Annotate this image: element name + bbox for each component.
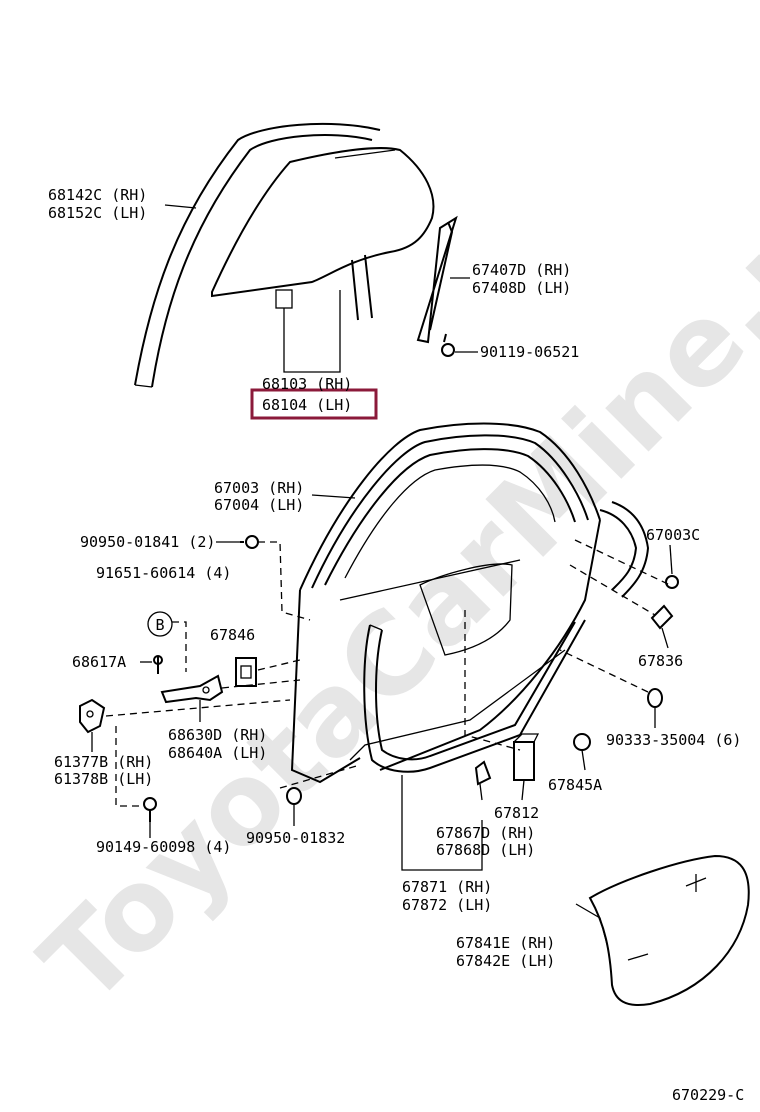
door-panel-67003[interactable] xyxy=(290,422,601,784)
cover-67841e[interactable] xyxy=(588,854,750,1006)
label-68152c: 68152C (LH) xyxy=(48,204,147,222)
leader-67003 xyxy=(311,494,356,499)
hinge-61377b[interactable] xyxy=(79,698,106,734)
clip-67867d[interactable] xyxy=(474,760,492,801)
stopper-67846[interactable] xyxy=(235,657,257,687)
label-90333: 90333-35004 (6) xyxy=(606,731,741,749)
dash-90950-01841 xyxy=(258,541,311,621)
bolt-90149[interactable] xyxy=(143,797,157,822)
clip-67003c[interactable] xyxy=(665,575,679,589)
label-68640a: 68640A (LH) xyxy=(168,744,267,762)
dash-67836 xyxy=(569,564,656,616)
label-90950-01841: 90950-01841 (2) xyxy=(80,533,215,551)
label-67003c: 67003C xyxy=(646,526,700,544)
bolt-90119[interactable] xyxy=(441,333,455,357)
garnish-67407d[interactable] xyxy=(416,215,458,344)
label-67867d: 67867D (RH) xyxy=(436,824,535,842)
label-67845a: 67845A xyxy=(548,776,602,794)
label-67841e: 67841E (RH) xyxy=(456,934,555,952)
label-67842e: 67842E (LH) xyxy=(456,952,555,970)
label-68103: 68103 (RH) xyxy=(262,375,352,393)
label-90950-01832: 90950-01832 xyxy=(246,829,345,847)
label-68104: 68104 (LH) xyxy=(262,396,352,414)
label-61378b: 61378B (LH) xyxy=(54,770,153,788)
label-67846: 67846 xyxy=(210,626,255,644)
run-channel-68142c[interactable] xyxy=(134,122,381,388)
dash-67812 xyxy=(464,610,521,751)
dash-61377b xyxy=(105,699,291,717)
hinge-68630d[interactable] xyxy=(160,674,224,704)
label-67004: 67004 (LH) xyxy=(214,496,304,514)
label-90119: 90119-06521 xyxy=(480,343,579,361)
label-67003: 67003 (RH) xyxy=(214,479,304,497)
clip-67836[interactable] xyxy=(650,604,674,630)
leader-67812 xyxy=(521,779,525,801)
cap-67845a[interactable] xyxy=(573,733,591,751)
highlight-68104 xyxy=(250,388,378,420)
label-68142c: 68142C (RH) xyxy=(48,186,147,204)
label-67836: 67836 xyxy=(638,652,683,670)
leader-67841e xyxy=(575,903,609,949)
dash-90149 xyxy=(115,726,140,807)
leader-67836 xyxy=(661,627,669,649)
label-67872: 67872 (LH) xyxy=(402,896,492,914)
label-67812: 67812 xyxy=(494,804,539,822)
leader-68142c xyxy=(164,204,197,209)
seal-67812[interactable] xyxy=(513,733,540,781)
figure-code: 670229-C xyxy=(672,1086,744,1104)
plug-90950-01832[interactable] xyxy=(286,787,302,805)
door-glass-68104[interactable] xyxy=(211,147,435,321)
leader-67845a xyxy=(581,749,586,771)
pin-68617a[interactable] xyxy=(153,655,163,674)
label-67871: 67871 (RH) xyxy=(402,878,492,896)
label-67407d: 67407D (RH) xyxy=(472,261,571,279)
leader-68104 xyxy=(283,290,341,373)
plug-90333[interactable] xyxy=(647,688,663,708)
label-68617a: 68617A xyxy=(72,653,126,671)
marker-b-label: B xyxy=(155,616,164,634)
dash-68630d xyxy=(221,679,301,689)
bolt-90950-01841[interactable] xyxy=(240,535,259,549)
dash-90950-01832 xyxy=(279,764,361,789)
label-67868d: 67868D (LH) xyxy=(436,841,535,859)
leader-67003c xyxy=(669,544,673,575)
leader-67871 xyxy=(401,775,483,871)
dash-90333 xyxy=(559,649,649,693)
label-90149: 90149-60098 (4) xyxy=(96,838,231,856)
dash-67003c xyxy=(574,539,671,586)
weatherstrip-67871[interactable] xyxy=(363,619,586,773)
label-67408d: 67408D (LH) xyxy=(472,279,571,297)
dash-b xyxy=(172,621,187,672)
marker-b[interactable] xyxy=(147,611,173,637)
label-68630d: 68630D (RH) xyxy=(168,726,267,744)
weatherstrip-67003c[interactable] xyxy=(599,501,650,598)
label-61377b: 61377B (RH) xyxy=(54,753,153,771)
label-91651: 91651-60614 (4) xyxy=(96,564,231,582)
